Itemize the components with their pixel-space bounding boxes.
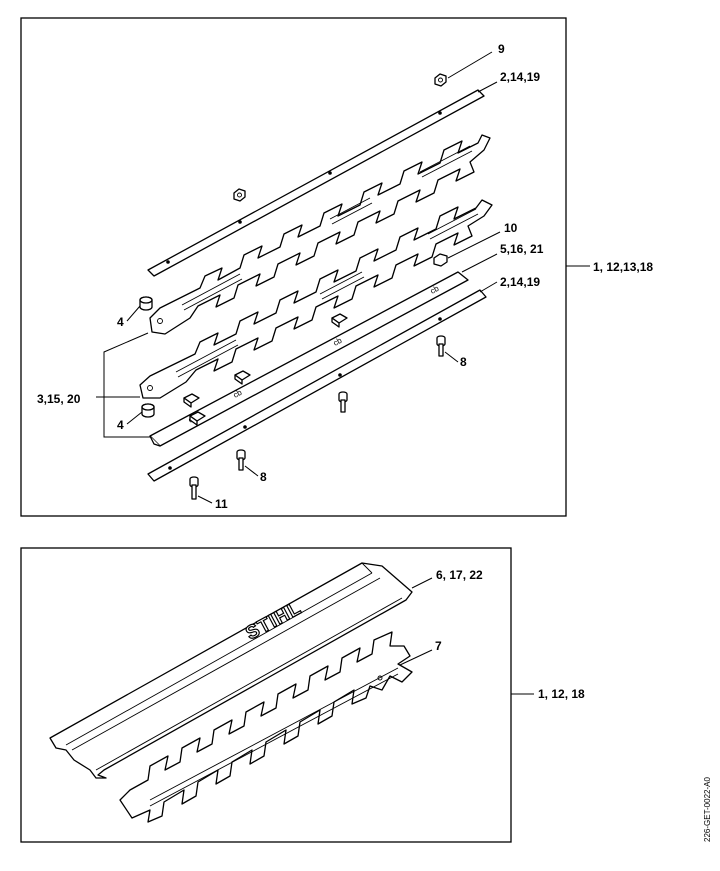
upper-blade (149, 134, 491, 335)
spacer-upper (139, 296, 153, 311)
label-guard: 6, 17, 22 (436, 568, 483, 582)
lower-strip (147, 289, 487, 482)
drawing-code: 226-GET-0022-A0 (703, 777, 712, 842)
screw-right (436, 335, 446, 357)
label-assembly-top: 1, 12,13,18 (593, 260, 653, 274)
label-spacer-upper: 4 (117, 315, 124, 329)
top-panel-frame (20, 17, 567, 517)
screw-middle (338, 391, 348, 413)
label-guide: 5,16, 21 (500, 242, 544, 256)
screw-bottom (189, 476, 199, 500)
label-strip-top: 2,14,19 (500, 70, 540, 84)
label-spacer-lower: 4 (117, 418, 124, 432)
label-nut-top: 9 (498, 42, 505, 56)
label-group-left: 3,15, 20 (37, 392, 81, 406)
spacer-lower (141, 403, 155, 418)
square-nut-3 (183, 393, 200, 408)
label-screw-right: 8 (460, 355, 467, 369)
label-screw-bottom: 11 (215, 497, 228, 511)
nut-top (434, 73, 447, 87)
label-assembly-bottom: 1, 12, 18 (538, 687, 585, 701)
blade-assembly (119, 631, 413, 823)
screw-lower (236, 449, 246, 471)
lower-blade (139, 199, 493, 399)
square-nut-2 (234, 370, 251, 385)
square-nut-1 (331, 313, 348, 328)
nut-10 (433, 253, 448, 267)
label-strip-bottom: 2,14,19 (500, 275, 540, 289)
square-nut-4 (189, 411, 206, 426)
bottom-panel-frame (20, 547, 512, 843)
label-nut-middle: 10 (504, 221, 518, 235)
label-screw-lower: 8 (260, 470, 267, 484)
upper-strip (147, 89, 485, 277)
guide-bar: cb cb cb cb (149, 271, 469, 447)
label-blade: 7 (435, 639, 442, 653)
nut-middle-upper (233, 188, 246, 202)
